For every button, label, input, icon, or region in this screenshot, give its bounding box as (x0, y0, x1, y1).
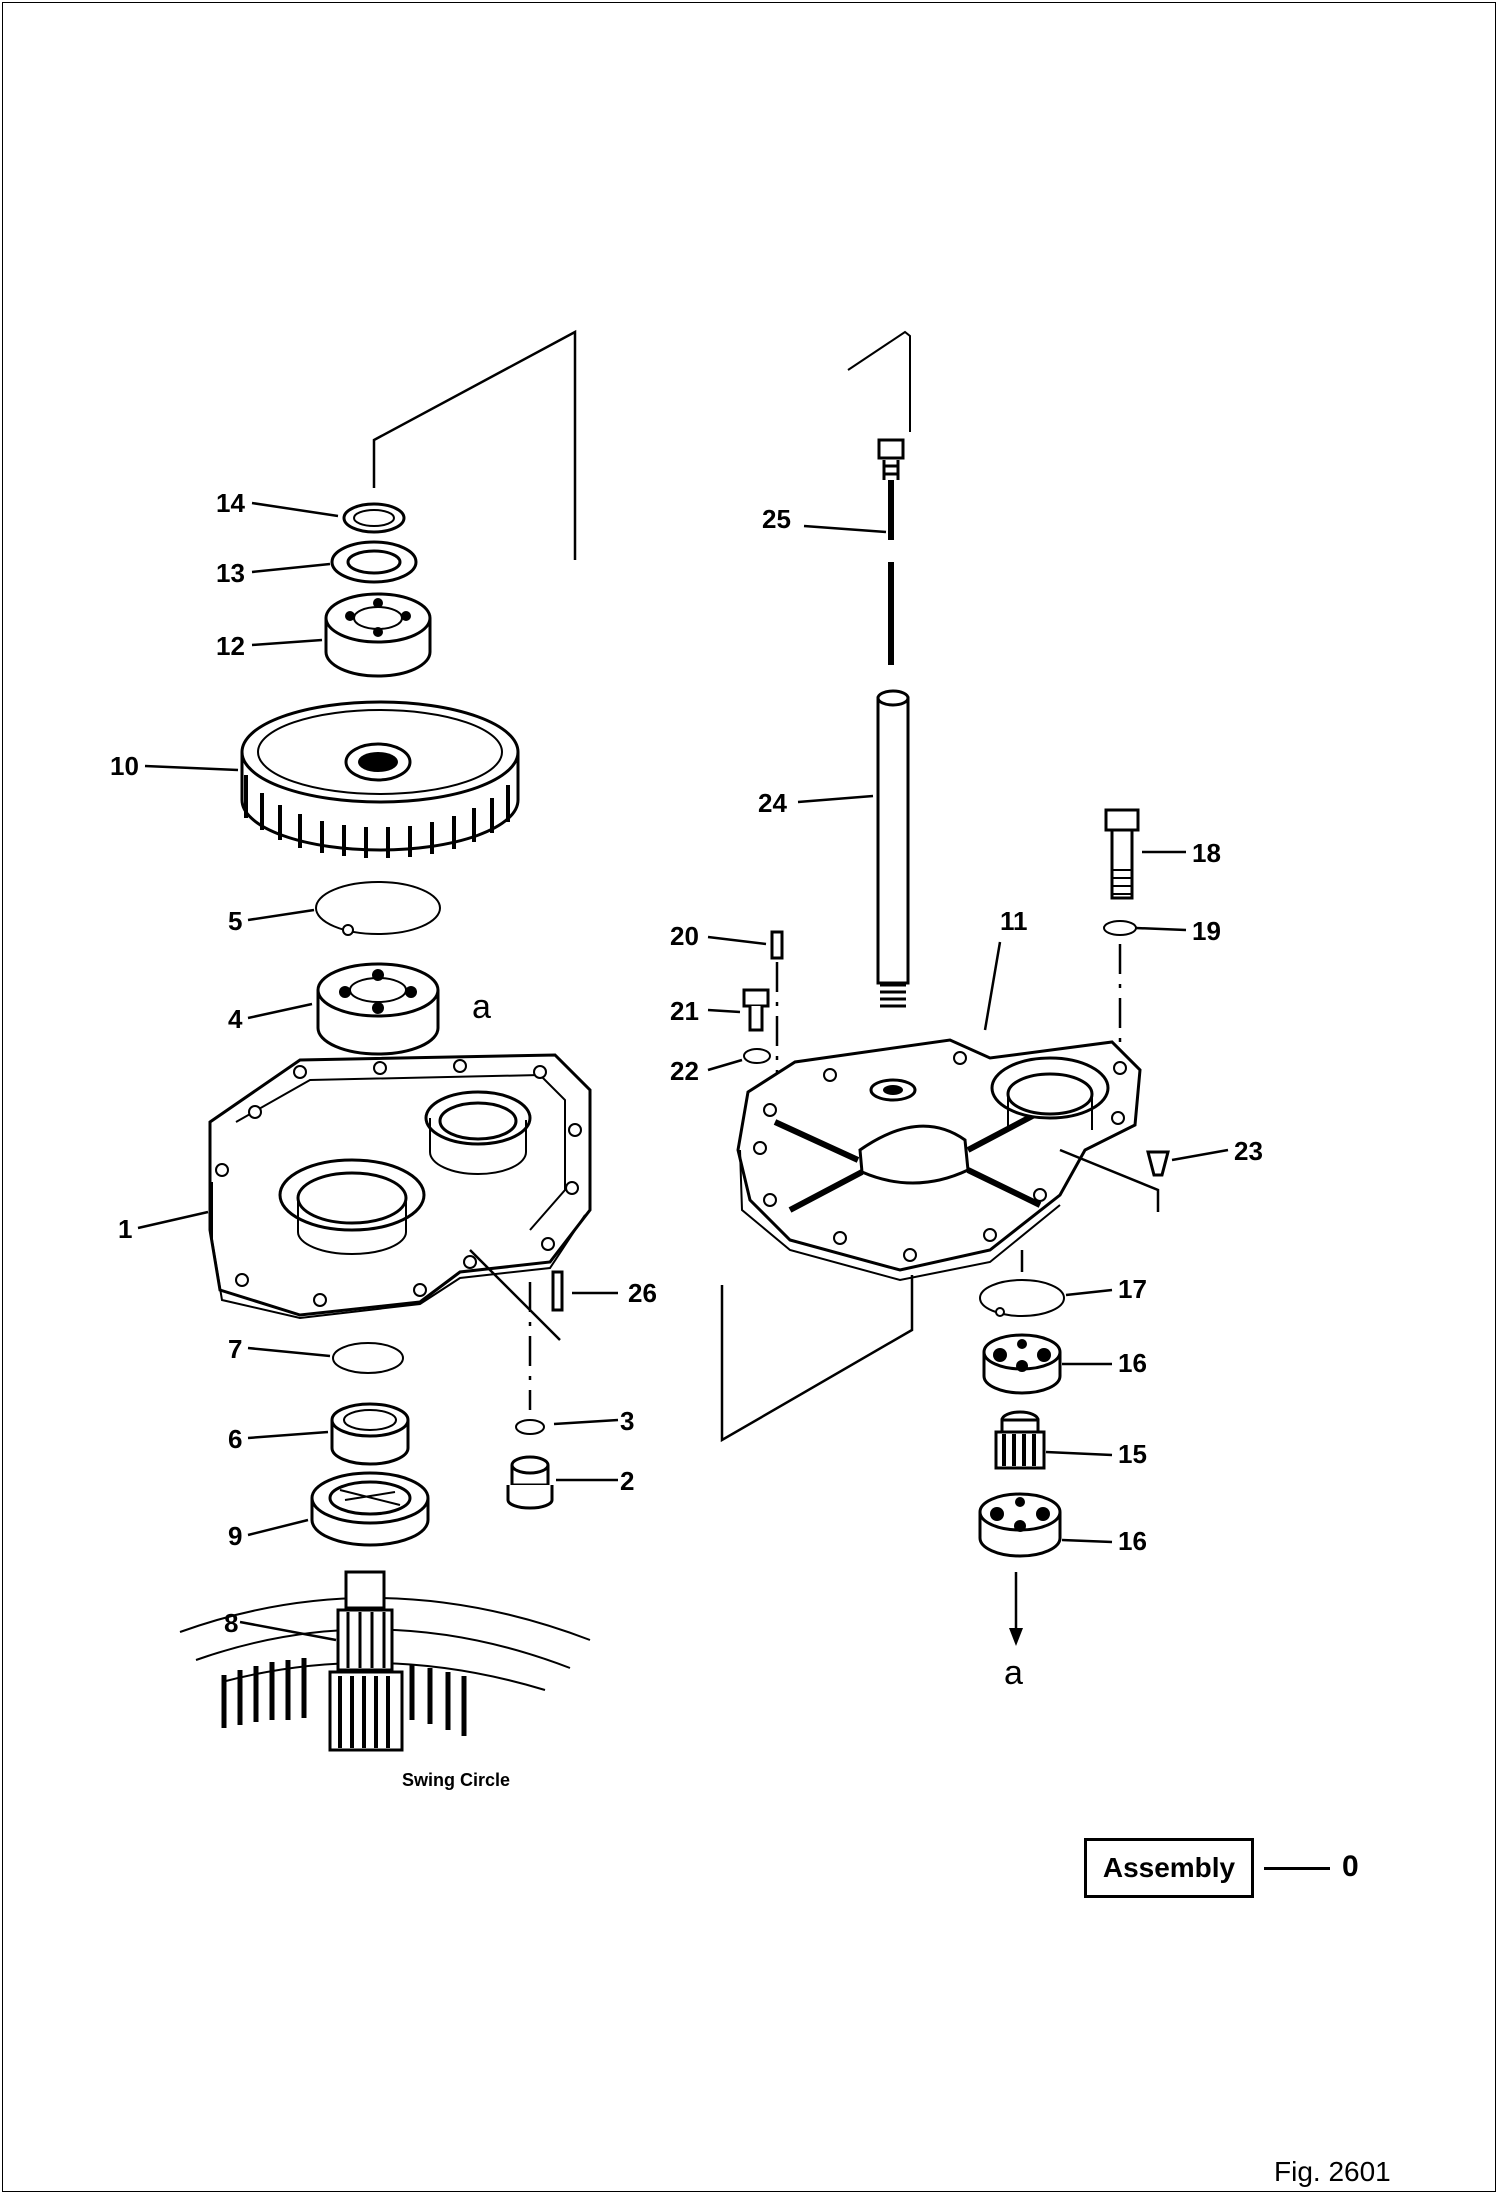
part-7-o-ring (332, 1342, 404, 1374)
callout-13: 13 (216, 558, 245, 588)
part-12-bearing (324, 592, 432, 678)
callout-14: 14 (216, 488, 245, 518)
callout-5: 5 (228, 906, 242, 936)
part-22-washer (743, 1048, 771, 1064)
callout-9: 9 (228, 1521, 242, 1551)
arrow-to-a (1009, 1572, 1023, 1646)
part-6-bushing (330, 1402, 410, 1466)
assembly-leader-line (1264, 1867, 1330, 1870)
left-bracket-lines (372, 329, 577, 560)
callout-18: 18 (1192, 838, 1221, 868)
part-11-case (736, 1038, 1142, 1282)
callout-11: 11 (1000, 906, 1028, 936)
swing-circle-label: Swing Circle (402, 1770, 510, 1790)
part-20-pin (770, 930, 784, 1075)
callout-17: 17 (1118, 1274, 1147, 1304)
part-1-housing (208, 1053, 592, 1320)
callout-1: 1 (118, 1214, 132, 1244)
part-23-plug (1059, 1148, 1170, 1212)
callout-3: 3 (620, 1406, 634, 1436)
marker-a-bottom: a (1004, 1654, 1023, 1692)
callout-labels: 14 13 12 10 5 4 1 7 6 9 8 26 3 2 25 24 2… (110, 488, 1263, 1790)
callout-25: 25 (762, 504, 791, 534)
callout-22: 22 (670, 1056, 699, 1086)
figure-label: Fig. 2601 (1274, 2156, 1391, 2187)
callout-19: 19 (1192, 916, 1221, 946)
callout-8: 8 (224, 1608, 238, 1638)
part-13-seal (330, 540, 418, 584)
callout-21: 21 (670, 996, 699, 1026)
callout-4: 4 (228, 1004, 243, 1034)
callout-10: 10 (110, 751, 139, 781)
callout-23: 23 (1234, 1136, 1263, 1166)
part-16-bearing-upper (982, 1333, 1062, 1395)
callout-16-upper: 16 (1118, 1348, 1147, 1378)
part-5-snap-ring (315, 881, 441, 936)
part-21-bolt (742, 988, 770, 1032)
part-3-washer (515, 1282, 545, 1435)
callout-16-lower: 16 (1118, 1526, 1147, 1556)
assembly-number: 0 (1342, 1850, 1359, 1883)
callout-26: 26 (628, 1278, 657, 1308)
part-4-bearing (316, 962, 440, 1056)
right-bracket-lines (720, 1275, 914, 1443)
part-14-snap-ring (342, 502, 406, 534)
callout-7: 7 (228, 1334, 242, 1364)
callout-24: 24 (758, 788, 787, 818)
assembly-box: Assembly (1084, 1838, 1254, 1898)
assembly-label: Assembly (1102, 1852, 1236, 1883)
callout-12: 12 (216, 631, 245, 661)
part-9-seal (310, 1471, 430, 1547)
part-18-bolt (1104, 808, 1140, 900)
part-10-gear (240, 700, 520, 858)
part-25-dipstick (847, 330, 911, 665)
callout-2: 2 (620, 1466, 634, 1496)
part-16-bearing-lower (978, 1492, 1062, 1558)
part-17-snap-ring (979, 1250, 1065, 1317)
part-26-pin (469, 1249, 564, 1341)
part-19-washer (1103, 920, 1137, 1050)
part-2-plug (506, 1455, 554, 1510)
callout-6: 6 (228, 1424, 242, 1454)
callout-15: 15 (1118, 1439, 1147, 1469)
part-15-gear (994, 1410, 1046, 1470)
leader-lines (137, 501, 1229, 1642)
callout-20: 20 (670, 921, 699, 951)
marker-a-top: a (472, 988, 491, 1026)
part-24-pipe (876, 689, 910, 1008)
part-8-pinion-shaft (179, 1570, 591, 1752)
